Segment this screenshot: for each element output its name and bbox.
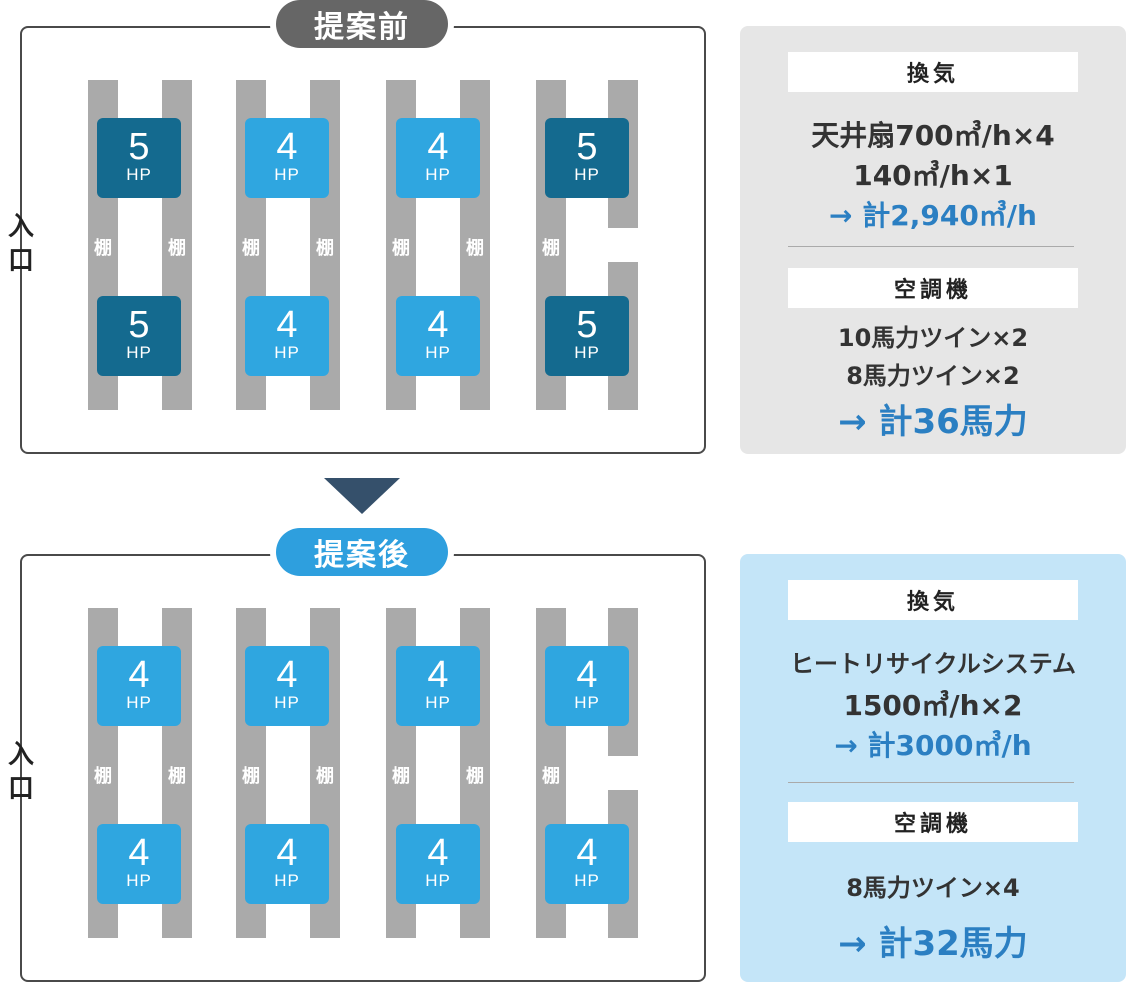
down-arrow-icon (324, 478, 400, 514)
ac-unit-label: HP (274, 165, 300, 184)
shelf-label: 棚 (94, 238, 112, 259)
ac-unit-label: HP (574, 693, 600, 712)
ac-unit-horsepower: 4 (427, 832, 449, 874)
shelf-label: 棚 (466, 238, 484, 259)
ac-unit-label: HP (274, 343, 300, 362)
ac-unit-horsepower: 4 (128, 832, 150, 874)
ac-unit-horsepower: 4 (576, 654, 598, 696)
shelf-label: 棚 (466, 766, 484, 787)
ac-line: 8馬力ツイン×2 (846, 362, 1020, 390)
shelf-label: 棚 (542, 766, 560, 787)
ventilation-line: 1500㎥/h×2 (843, 689, 1023, 722)
shelf-label: 棚 (316, 766, 334, 787)
shelf-label: 棚 (542, 238, 560, 259)
ac-line: 10馬力ツイン×2 (837, 324, 1029, 352)
ac-heading: 空調機 (788, 802, 1078, 842)
ac-total: → 計32馬力 (838, 924, 1028, 964)
floor-plan-after (20, 554, 706, 982)
ac-unit-horsepower: 4 (576, 832, 598, 874)
ventilation-heading: 換気 (788, 580, 1078, 620)
ventilation-line: 天井扇700㎥/h×4 (811, 119, 1055, 152)
ac-unit-label: HP (574, 871, 600, 890)
entrance-label: 入 口 (7, 740, 34, 804)
ac-unit-horsepower: 5 (576, 126, 598, 168)
ac-heading: 空調機 (788, 268, 1078, 308)
divider (788, 246, 1074, 247)
ventilation-heading: 換気 (788, 52, 1078, 92)
ac-unit-horsepower: 4 (427, 126, 449, 168)
ac-unit-label: HP (274, 871, 300, 890)
ac-unit-label: HP (274, 693, 300, 712)
after-section: 提案後 入 口 換気 ヒートリサイクルシステム 1500㎥/h×2 → 計300… (0, 528, 1126, 988)
ac-unit-label: HP (126, 165, 152, 184)
ac-unit-label: HP (425, 165, 451, 184)
info-panel-before: 換気 天井扇700㎥/h×4 140㎥/h×1 → 計2,940㎥/h 空調機 … (740, 26, 1126, 454)
title-before: 提案前 (276, 0, 448, 48)
ac-total: → 計36馬力 (838, 402, 1028, 442)
ac-unit-horsepower: 5 (128, 304, 150, 346)
ac-unit-horsepower: 4 (276, 832, 298, 874)
shelf-label: 棚 (168, 238, 186, 259)
ventilation-line: ヒートリサイクルシステム (789, 650, 1077, 678)
shelf-label: 棚 (242, 766, 260, 787)
floor-plan-before (20, 26, 706, 454)
ac-unit-horsepower: 4 (427, 654, 449, 696)
ac-line: 8馬力ツイン×4 (846, 874, 1020, 902)
shelf-label: 棚 (242, 238, 260, 259)
ac-unit-horsepower: 5 (576, 304, 598, 346)
ac-unit-label: HP (126, 343, 152, 362)
ac-unit-label: HP (126, 693, 152, 712)
ac-unit-label: HP (574, 343, 600, 362)
ac-unit-horsepower: 4 (128, 654, 150, 696)
ac-unit-label: HP (126, 871, 152, 890)
ac-unit-horsepower: 4 (276, 126, 298, 168)
ventilation-line: 140㎥/h×1 (853, 159, 1013, 192)
ventilation-total: → 計2,940㎥/h (829, 199, 1037, 232)
ac-unit-horsepower: 4 (276, 304, 298, 346)
entrance-label: 入 口 (7, 212, 34, 276)
shelf-label: 棚 (392, 238, 410, 259)
info-panel-after: 換気 ヒートリサイクルシステム 1500㎥/h×2 → 計3000㎥/h 空調機… (740, 554, 1126, 982)
ventilation-total: → 計3000㎥/h (834, 729, 1032, 762)
ac-unit-label: HP (425, 871, 451, 890)
shelf-label: 棚 (316, 238, 334, 259)
ac-unit-horsepower: 4 (427, 304, 449, 346)
ac-unit-label: HP (574, 165, 600, 184)
before-section: 提案前 入 口 換気 天井扇700㎥/h×4 140㎥/h×1 → 計2,940… (0, 0, 1126, 460)
ac-unit-horsepower: 4 (276, 654, 298, 696)
shelf-label: 棚 (94, 766, 112, 787)
shelf-label: 棚 (168, 766, 186, 787)
shelf-label: 棚 (392, 766, 410, 787)
divider (788, 782, 1074, 783)
title-after: 提案後 (276, 528, 448, 576)
ac-unit-horsepower: 5 (128, 126, 150, 168)
ac-unit-label: HP (425, 343, 451, 362)
ac-unit-label: HP (425, 693, 451, 712)
